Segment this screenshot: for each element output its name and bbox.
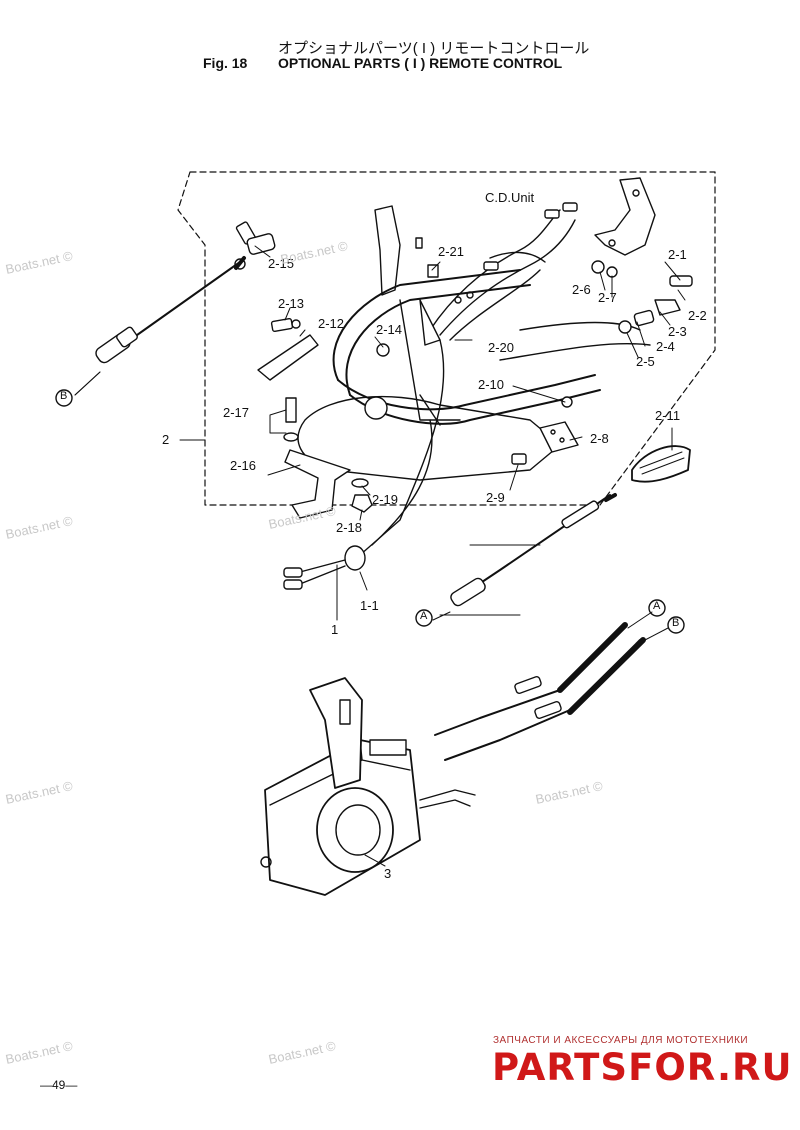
lever-plate: [374, 205, 401, 296]
assembly-boundary: [177, 171, 716, 506]
grommet-1-1: [344, 545, 366, 571]
brand-tagline: ЗАПЧАСТИ И АКСЕССУАРЫ ДЛЯ МОТОТЕХНИКИ: [493, 1035, 749, 1046]
washer-2-19: [351, 478, 369, 488]
bracket-2-16: [284, 449, 351, 519]
bracket-right: [594, 177, 656, 256]
part-number-2-13: 2-13: [278, 296, 305, 311]
part-number-1-1: 1-1: [360, 598, 379, 613]
pin: [415, 237, 423, 249]
callout-a-lower: A: [653, 600, 661, 612]
part-number-2-21: 2-21: [438, 244, 465, 259]
bolt-2-17: [285, 397, 297, 423]
callout-ring-b-upper: [55, 389, 73, 407]
cable-b-upper: [74, 256, 246, 396]
part-number-2-15: 2-15: [268, 256, 295, 271]
cables-lower: [434, 622, 646, 761]
part-number-2-7: 2-7: [598, 290, 617, 305]
part-number-2-20: 2-20: [488, 340, 515, 355]
part-number-2-16: 2-16: [230, 458, 257, 473]
nut-2-13: [291, 319, 301, 329]
part-number-2-3: 2-3: [668, 324, 687, 339]
part-number-2: 2: [162, 432, 170, 447]
part-number-2-17: 2-17: [223, 405, 250, 420]
screw-2-21: [427, 264, 439, 278]
callout-ring-a-lower: [648, 599, 666, 617]
brand-logo-text: PARTSFOR.RU: [492, 1046, 793, 1089]
part-number-2-9: 2-9: [486, 490, 505, 505]
cd-unit-label: C.D.Unit: [485, 190, 535, 205]
spring-2-4: [633, 309, 655, 327]
handle-frame: [332, 269, 651, 426]
cable-a-upper: [439, 493, 617, 616]
part-number-2-5: 2-5: [636, 354, 655, 369]
nut-2-18: [351, 494, 373, 513]
callout-b-lower: B: [672, 617, 680, 629]
part-number-2-1: 2-1: [668, 247, 687, 262]
part-number-1: 1: [331, 622, 339, 637]
pin-2-1: [669, 275, 693, 287]
housing: [297, 395, 561, 481]
callout-b-upper: B: [60, 390, 68, 402]
washer-2-17: [283, 432, 299, 442]
part-number-2-10: 2-10: [478, 377, 505, 392]
clamp-2-15: [234, 221, 276, 270]
part-number-2-11: 2-11: [655, 408, 681, 423]
part-number-2-12: 2-12: [318, 316, 345, 331]
leader-lines: [74, 245, 686, 867]
bracket-2-12: [257, 334, 319, 381]
knob: [364, 396, 388, 420]
grip-2-11: [631, 445, 691, 483]
nut-2-14: [376, 343, 390, 357]
nut-2-6: [591, 260, 605, 274]
part-number-2-14: 2-14: [376, 322, 403, 337]
callout-ring-a-upper: [415, 609, 433, 627]
plate-2-8: [539, 421, 579, 453]
screw-2-9: [511, 453, 527, 465]
sleeve-2-2: [654, 299, 681, 316]
part-number-2-4: 2-4: [656, 339, 675, 354]
figure-number: Fig. 18: [203, 55, 248, 71]
part-number-2-8: 2-8: [590, 431, 609, 446]
callout-a-upper: A: [420, 610, 428, 622]
bolt-2-13: [270, 317, 294, 333]
part-number-2-2: 2-2: [688, 308, 707, 323]
remote-control-box: [260, 677, 476, 896]
figure-title-japanese: オプショナルパーツ( I ) リモートコントロール: [278, 40, 590, 57]
part-number-2-19: 2-19: [372, 492, 399, 507]
part-number-2-6: 2-6: [572, 282, 591, 297]
callout-ring-b-lower: [667, 616, 685, 634]
part-2-10: [561, 396, 573, 408]
part-number-2-18: 2-18: [336, 520, 363, 535]
page-number: —49—: [40, 1078, 78, 1092]
cd-unit-wiring: [419, 202, 578, 346]
washer-2-5: [618, 320, 632, 334]
figure-title-english: OPTIONAL PARTS ( I ) REMOTE CONTROL: [278, 55, 563, 71]
part-number-3: 3: [384, 866, 392, 881]
